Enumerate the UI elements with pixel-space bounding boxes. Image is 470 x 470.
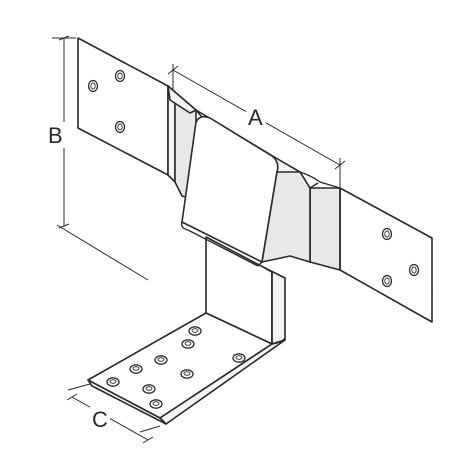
right-flange-holes (381, 227, 420, 288)
hole-icon (232, 353, 246, 363)
dimension-c: C (66, 383, 161, 444)
hole-icon (408, 263, 420, 277)
bottom-flange (87, 312, 286, 425)
right-flange (309, 187, 433, 323)
dimension-b-tick-bottom (58, 223, 70, 229)
hole-icon (142, 384, 156, 394)
dimension-a: A (167, 64, 346, 190)
dimension-c-tick-right (142, 436, 154, 444)
hole-icon (188, 326, 202, 336)
hole-icon (87, 79, 99, 93)
hole-icon (180, 369, 194, 379)
dimension-a-label: A (248, 105, 263, 130)
dimension-b: B (48, 35, 149, 281)
dimension-c-label: C (92, 407, 108, 432)
dimension-c-extension-right (139, 425, 161, 433)
hole-icon (381, 274, 393, 288)
hole-icon (129, 364, 143, 374)
dimension-b-extension-bottom (56, 224, 149, 281)
hole-icon (114, 120, 126, 134)
bottom-flange-holes (106, 326, 246, 409)
left-flange (77, 37, 176, 183)
hole-icon (154, 355, 168, 365)
hole-icon (181, 339, 195, 349)
dimension-b-label: B (48, 123, 63, 148)
hole-icon (114, 69, 126, 83)
dimension-b-tick-top (58, 35, 70, 41)
hole-icon (381, 227, 393, 241)
saddle (167, 85, 341, 267)
left-flange-holes (87, 69, 126, 134)
hole-icon (106, 377, 120, 387)
dimension-a-tick-right (334, 160, 346, 170)
dimension-c-extension-left (67, 383, 91, 391)
dimension-c-tick-left (66, 393, 78, 401)
dimension-a-tick-left (167, 65, 179, 75)
hole-icon (149, 399, 163, 409)
vertical-web (205, 236, 286, 345)
